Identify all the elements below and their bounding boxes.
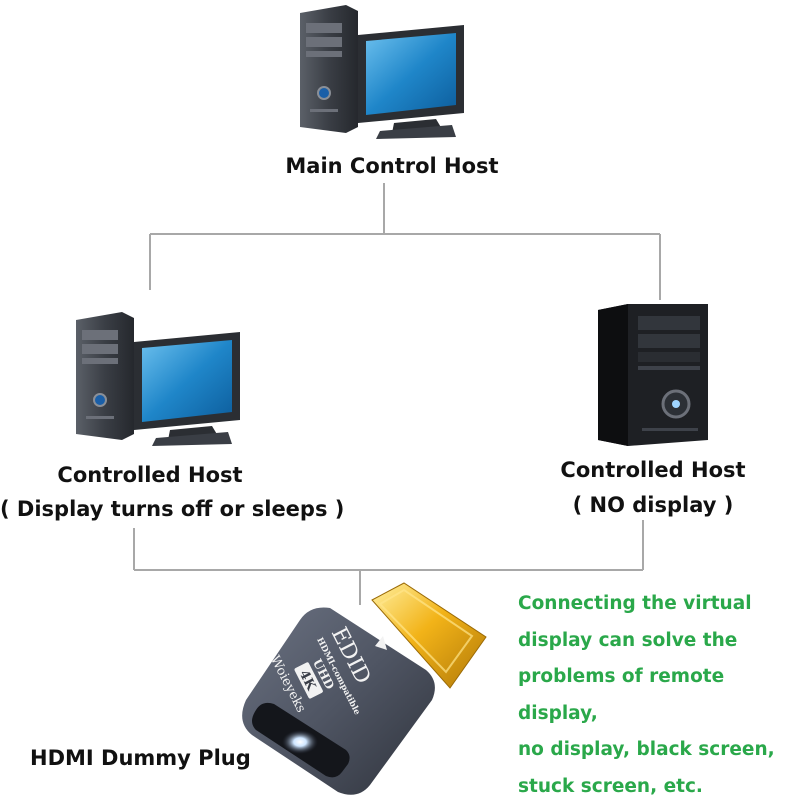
benefit-note: Connecting the virtual display can solve…: [518, 586, 798, 805]
note-line: stuck screen, etc.: [518, 769, 798, 805]
right-host-sublabel: ( NO display ): [503, 493, 800, 517]
desktop-computer-with-monitor-icon: [76, 312, 240, 446]
tower-case-icon: [598, 304, 708, 446]
left-host-label: Controlled Host: [0, 463, 300, 487]
hdmi-dummy-plug-icon: [242, 583, 486, 795]
note-line: problems of remote display,: [518, 659, 798, 732]
note-line: no display, black screen,: [518, 732, 798, 769]
note-line: Connecting the virtual: [518, 586, 798, 623]
desktop-computer-with-monitor-icon: [300, 5, 464, 139]
right-host-label: Controlled Host: [503, 458, 800, 482]
plug-label: HDMI Dummy Plug: [30, 746, 251, 770]
left-host-sublabel: ( Display turns off or sleeps ): [0, 497, 320, 521]
main-host-label: Main Control Host: [242, 154, 542, 178]
note-line: display can solve the: [518, 623, 798, 660]
